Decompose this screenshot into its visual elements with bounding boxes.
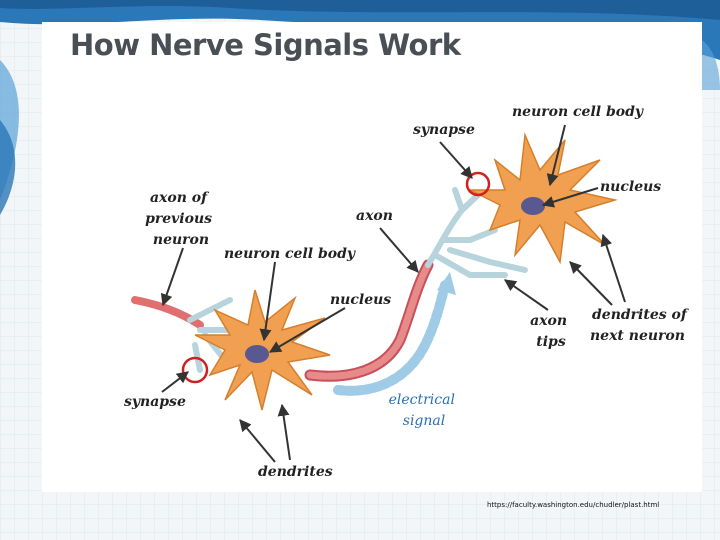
pointer-arrows: [160, 124, 626, 463]
main-axon: [304, 259, 434, 382]
label-neuron-cell-body-right: neuron cell body: [512, 104, 644, 120]
label-nucleus-right: nucleus: [600, 179, 661, 195]
synapse-ring-right: [465, 171, 491, 197]
label-dendrites-of-next-neuron: dendrites of next neuron: [590, 307, 692, 344]
nucleus-left: [245, 345, 269, 363]
slide-title: How Nerve Signals Work: [70, 28, 461, 62]
axon-tips: [425, 187, 528, 278]
content-card: [42, 22, 702, 492]
label-synapse-left: synapse: [124, 394, 186, 410]
label-axon: axon: [356, 208, 393, 224]
label-axon-of-previous-neuron: axon of previous neuron: [145, 190, 217, 248]
label-neuron-cell-body-left: neuron cell body: [224, 246, 356, 262]
nucleus-right: [521, 197, 545, 215]
previous-axon: [131, 296, 243, 373]
label-axon-tips: axon tips: [530, 313, 572, 350]
synapse-ring-left: [181, 356, 209, 384]
electrical-signal-arrow: [333, 272, 456, 396]
label-electrical-signal: electrical signal: [389, 392, 460, 429]
label-synapse-right: synapse: [413, 122, 475, 138]
label-nucleus-left: nucleus: [330, 292, 391, 308]
left-neuron-cell: [194, 289, 331, 411]
source-url: https://faculty.washington.edu/chudler/p…: [487, 501, 660, 509]
right-neuron-cell: [469, 132, 618, 265]
label-dendrites: dendrites: [258, 464, 333, 480]
